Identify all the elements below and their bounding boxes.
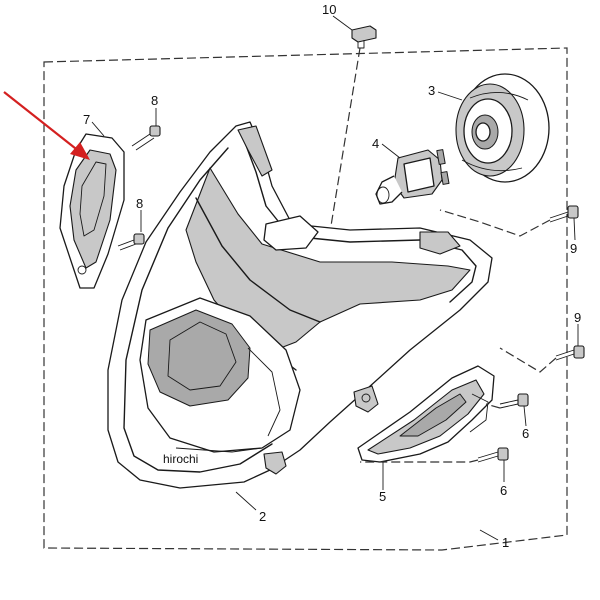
part-clip-10 [329, 25, 377, 233]
callout-8-lower: 8 [136, 196, 143, 211]
leader-lines [91, 15, 579, 541]
watermark-text: hirochi [163, 452, 198, 466]
callout-6-lower: 6 [500, 483, 507, 498]
assembly-dashed-boundary [43, 47, 568, 551]
part-lower-bracket-5 [357, 365, 495, 463]
callout-10: 10 [322, 2, 336, 17]
callout-1: 1 [502, 535, 509, 550]
callout-3: 3 [428, 83, 435, 98]
screw-6-upper [499, 393, 529, 409]
screw-8-upper [131, 125, 161, 151]
screw-9-upper [549, 205, 579, 223]
callout-7: 7 [83, 112, 90, 127]
part-bulb-4 [375, 149, 450, 205]
red-pointer-arrow-icon [3, 91, 90, 160]
callout-6-upper: 6 [522, 426, 529, 441]
callout-4: 4 [372, 136, 379, 151]
screw-6-lower [477, 447, 509, 463]
screw-8-lower [117, 233, 145, 251]
callout-9-lower: 9 [574, 310, 581, 325]
part-bulb-cover-3 [455, 73, 550, 183]
callout-2: 2 [259, 509, 266, 524]
callout-9-upper: 9 [570, 241, 577, 256]
screw-9-lower [555, 345, 585, 361]
callout-5: 5 [379, 489, 386, 504]
part-side-bracket-7 [59, 133, 125, 289]
part-headlight-housing-2 [107, 121, 493, 489]
callout-8-upper: 8 [151, 93, 158, 108]
